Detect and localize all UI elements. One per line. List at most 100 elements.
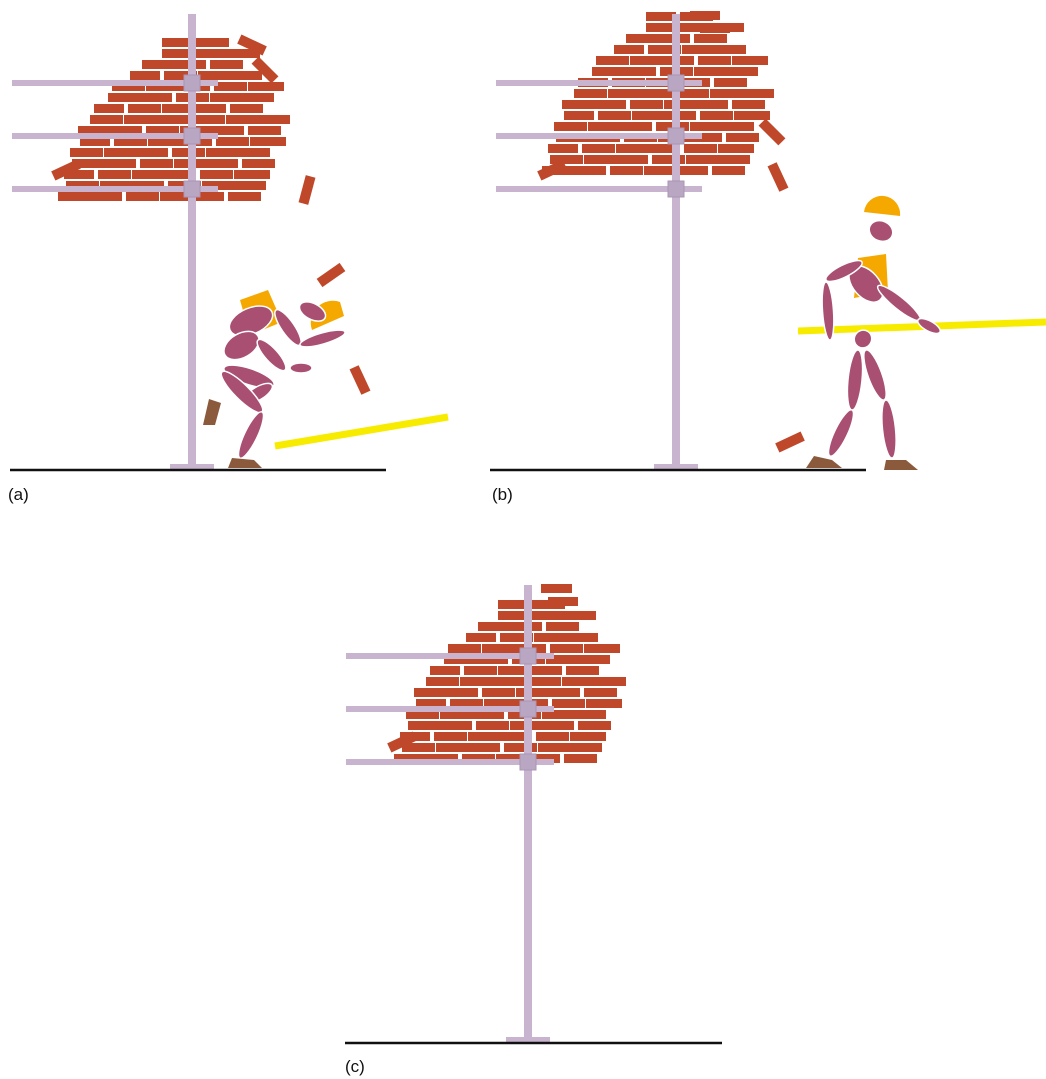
brick <box>572 743 602 752</box>
brick <box>562 100 598 109</box>
brick <box>714 78 747 87</box>
panel-label-a: (a) <box>8 485 29 504</box>
boot <box>806 456 842 468</box>
brick <box>442 721 472 730</box>
brick <box>566 666 599 675</box>
brick <box>232 71 262 80</box>
brick <box>682 45 718 54</box>
brick <box>724 122 754 131</box>
brick <box>430 666 460 675</box>
boot <box>228 458 262 468</box>
brick <box>414 688 450 697</box>
brick <box>532 611 568 620</box>
boot <box>203 399 221 425</box>
brick <box>206 148 242 157</box>
brick <box>694 67 730 76</box>
brick <box>536 732 569 741</box>
brick <box>566 611 596 620</box>
brick <box>94 104 124 113</box>
brick <box>548 597 578 606</box>
brick <box>574 89 607 98</box>
brick <box>732 56 768 65</box>
brick <box>584 688 617 697</box>
brick <box>242 159 275 168</box>
falling-brick <box>317 263 346 287</box>
panel-c <box>345 584 722 1043</box>
brick <box>196 38 229 47</box>
brick <box>630 100 663 109</box>
brick <box>666 111 696 120</box>
brick <box>130 71 160 80</box>
brick <box>260 115 290 124</box>
scaffold-clamp <box>668 181 684 197</box>
head <box>866 217 896 245</box>
brick <box>622 122 652 131</box>
brick <box>664 100 700 109</box>
brick <box>584 155 620 164</box>
brick <box>482 644 518 653</box>
brick <box>596 56 629 65</box>
brick <box>98 170 131 179</box>
brick <box>678 166 708 175</box>
brick <box>106 159 136 168</box>
brick <box>734 111 770 120</box>
scaffold-clamp <box>668 75 684 91</box>
brick <box>250 137 286 146</box>
brick <box>494 677 524 686</box>
brick <box>198 71 234 80</box>
boot <box>884 460 918 470</box>
brick <box>632 111 668 120</box>
brick <box>570 732 606 741</box>
brick <box>550 644 583 653</box>
brick <box>541 584 572 593</box>
brick <box>700 24 730 33</box>
brick <box>728 67 758 76</box>
brick <box>482 688 515 697</box>
brick <box>548 144 578 153</box>
brick <box>616 144 652 153</box>
brick <box>210 93 246 102</box>
scaffold-clamp <box>520 701 536 717</box>
panel-a <box>10 14 448 470</box>
shin <box>824 407 858 459</box>
brick <box>108 93 144 102</box>
brick <box>468 732 504 741</box>
brick <box>610 166 643 175</box>
brick <box>720 155 750 164</box>
brick <box>142 60 178 69</box>
scaffold-clamp <box>184 181 200 197</box>
brick <box>598 111 631 120</box>
upper-arm <box>253 336 290 375</box>
hardhat <box>864 196 900 216</box>
brick <box>552 699 585 708</box>
brick <box>546 622 579 631</box>
forearm <box>298 327 346 351</box>
brick <box>464 666 497 675</box>
shin <box>234 409 268 461</box>
brick <box>630 56 666 65</box>
brick <box>138 148 168 157</box>
hand <box>290 363 312 373</box>
brick <box>626 34 662 43</box>
brick <box>90 115 123 124</box>
falling-brick <box>299 175 316 205</box>
brick <box>460 677 496 686</box>
scaffold-clamp <box>184 75 200 91</box>
brick <box>214 126 244 135</box>
brick <box>434 732 467 741</box>
brick <box>646 12 676 21</box>
upper-arm <box>874 281 924 324</box>
upper-arm <box>271 306 306 348</box>
brick <box>230 104 263 113</box>
brick <box>576 710 606 719</box>
brick <box>516 688 552 697</box>
brick <box>210 60 243 69</box>
brick <box>200 170 233 179</box>
brick <box>478 622 514 631</box>
brick <box>226 115 262 124</box>
brick <box>140 159 173 168</box>
brick <box>584 644 620 653</box>
brick <box>498 600 528 609</box>
brick <box>504 743 537 752</box>
